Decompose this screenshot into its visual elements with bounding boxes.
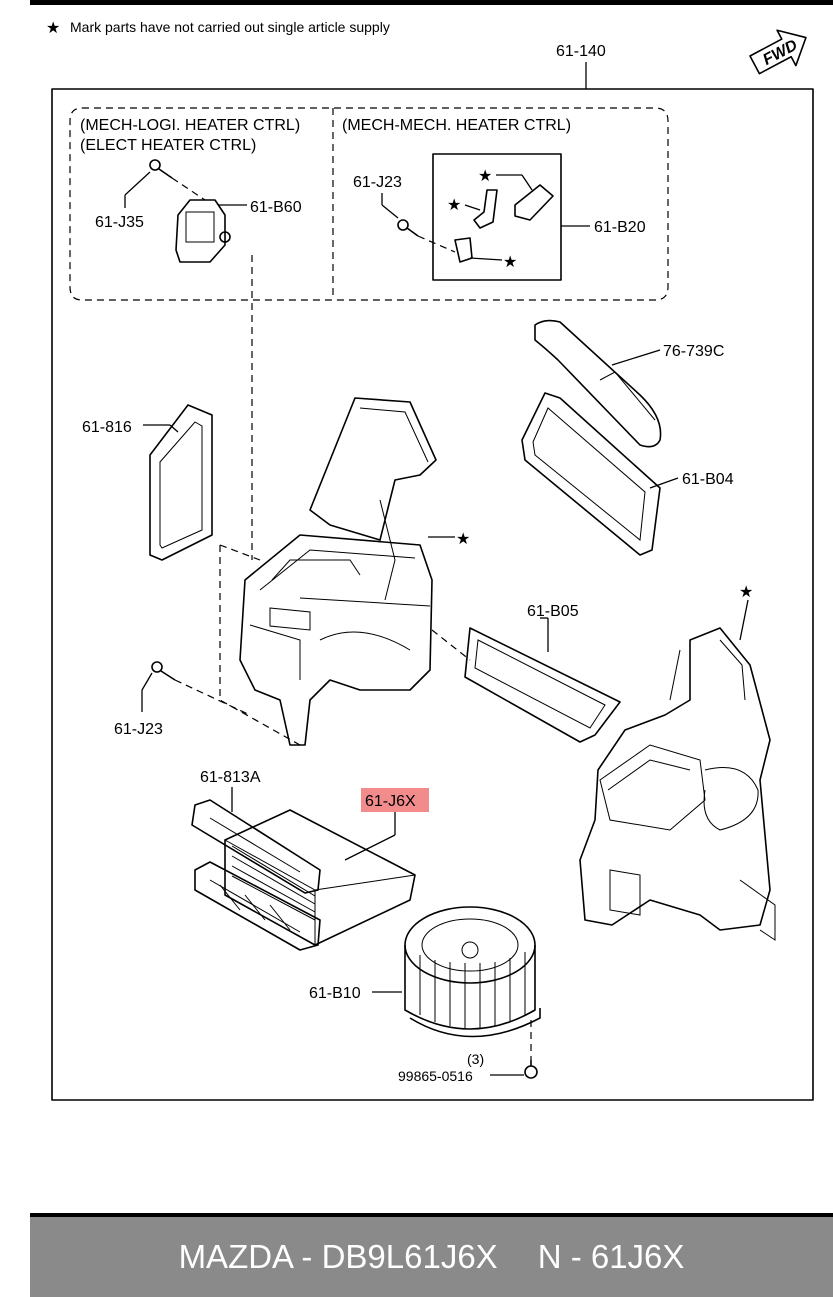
label-61-j23-top: 61-J23: [353, 174, 402, 191]
assembly-frame: [51, 88, 814, 1101]
actuator-61-b60: [175, 199, 231, 263]
group-title-left-1: (MECH-LOGI. HEATER CTRL): [80, 117, 300, 134]
qty-label: (3): [467, 1051, 484, 1067]
duct-76-739c: [534, 319, 662, 448]
blower-fan-61-b10: [404, 906, 541, 1038]
link-levers: [454, 184, 554, 263]
label-99865-0516: 99865-0516: [398, 1068, 473, 1084]
label-61-j23-bottom: 61-J23: [114, 721, 163, 738]
heater-unit-housing: [239, 397, 437, 746]
parts-diagram: ★ Mark parts have not carried out single…: [30, 0, 833, 1101]
top-rule: [30, 0, 833, 5]
star-icon: ★: [456, 531, 470, 548]
star-icon: ★: [46, 20, 60, 37]
seal-61-816: [149, 404, 213, 561]
footer-diagram-ref: N - 61J6X: [537, 1238, 685, 1275]
group-title-right: (MECH-MECH. HEATER CTRL): [342, 117, 571, 134]
group-title-left-2: (ELECT HEATER CTRL): [80, 137, 256, 154]
screw-99865-0516: [524, 1060, 538, 1079]
label-61-b60: 61-B60: [250, 199, 302, 216]
filter-cover-61-813a: [191, 799, 321, 951]
footer-bar: MAZDA - DB9L61J6X N - 61J6X: [30, 1213, 833, 1297]
label-61-b10: 61-B10: [309, 985, 361, 1002]
label-61-b05: 61-B05: [527, 603, 579, 620]
seal-61-b04: [521, 392, 661, 556]
star-icon: ★: [503, 254, 517, 271]
star-icon: ★: [447, 197, 461, 214]
label-61-j6x: 61-J6X: [365, 793, 416, 810]
label-61-b20: 61-B20: [594, 219, 646, 236]
star-icon: ★: [739, 584, 753, 601]
label-61-b04: 61-B04: [682, 471, 734, 488]
highlight-61-j6x: [361, 788, 429, 812]
label-61-j35: 61-J35: [95, 214, 144, 231]
blower-housing: [579, 627, 776, 941]
screw-61-j23-top: [397, 219, 419, 237]
label-76-739c: 76-739C: [663, 343, 724, 360]
kit-box-61-b20: [432, 153, 562, 281]
note-text: Mark parts have not carried out single a…: [70, 19, 390, 35]
label-61-813a: 61-813A: [200, 769, 261, 786]
frame-61-b05: [464, 627, 621, 743]
cabin-filter-61-j6x: [224, 809, 416, 946]
screw-61-j35: [149, 159, 173, 179]
label-61-816: 61-816: [82, 419, 132, 436]
star-icon: ★: [478, 168, 492, 185]
assembly-label: 61-140: [556, 43, 606, 60]
fwd-arrow-icon: FWD: [749, 29, 807, 75]
footer-part-number: MAZDA - DB9L61J6X: [178, 1238, 498, 1275]
variant-box: [69, 107, 669, 301]
screw-61-j23-bottom: [151, 661, 176, 681]
